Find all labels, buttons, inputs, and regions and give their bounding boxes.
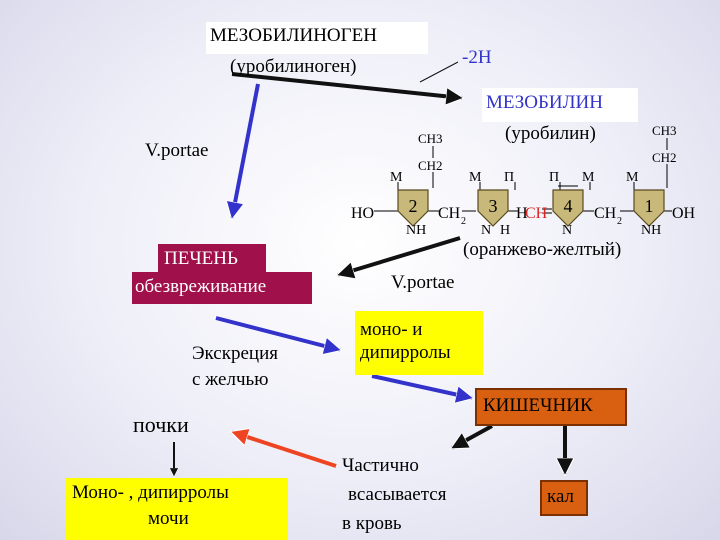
arrow-mesobilin-to-liver	[338, 236, 461, 275]
pyrroles-box: моно- и дипирролы	[355, 311, 483, 375]
ch3-left: CH3	[418, 131, 443, 146]
minus-2h-label: -2H	[462, 47, 492, 68]
nh-ring-1: NH	[641, 223, 661, 238]
absorbed-line3: в кровь	[342, 513, 402, 534]
mesobilin-alt: (уробилин)	[505, 123, 596, 144]
urine-line1: Моно- , дипирролы	[72, 482, 229, 503]
absorbed-line2: всасывается	[348, 484, 447, 505]
pyrrole-ring-1: 1	[633, 189, 665, 227]
arrow-pyrroles-to-intestine	[371, 374, 472, 398]
methyl-m: M	[626, 170, 639, 185]
ch2-right: CH2	[652, 150, 677, 165]
arrow-to-liver	[232, 83, 260, 218]
mesobilinogen-box: МЕЗОБИЛИНОГЕН	[206, 22, 428, 54]
ring-number: 1	[645, 196, 654, 216]
absorbed-line1: Частично	[342, 455, 419, 476]
methyl-m: M	[469, 170, 482, 185]
ring-number: 4	[564, 196, 573, 216]
methyl-m: M	[582, 170, 595, 185]
liver-title-box: ПЕЧЕНЬ	[158, 244, 266, 272]
mesobilin-color-label: (оранжево-желтый)	[463, 239, 622, 260]
liver-subtitle: обезвреживание	[135, 276, 267, 297]
excretion-line1: Экскреция	[192, 343, 278, 364]
nh-ring-2: NH	[406, 223, 426, 238]
pyrroles-line1: моно- и	[360, 319, 423, 340]
vportae-left: V.portae	[145, 140, 209, 161]
urine-box: Моно- , дипирролы мочи	[66, 478, 288, 540]
methylene-sub: 2	[461, 216, 466, 227]
minus-2h-pointer	[419, 61, 459, 83]
methylene-sub: 2	[617, 216, 622, 227]
pyrrole-ring-3: 3	[477, 189, 509, 227]
mesobilin-box: МЕЗОБИЛИН	[482, 88, 638, 122]
ch3-right: CH3	[652, 123, 677, 138]
ho-group: HO	[351, 205, 374, 222]
feces-box: кал	[540, 480, 588, 516]
liver-title: ПЕЧЕНЬ	[164, 248, 238, 269]
n-ring-4: N	[562, 223, 572, 238]
feces-label: кал	[547, 486, 575, 507]
methyl-m: M	[390, 170, 403, 185]
liver-subtitle-box: обезвреживание	[132, 272, 312, 304]
pyrrole-ring-2: 2	[397, 189, 429, 227]
n-ring-3: N	[481, 223, 491, 238]
propionyl-p: П	[504, 170, 514, 185]
oh-group: OH	[672, 205, 696, 222]
mesobilin-title: МЕЗОБИЛИН	[486, 92, 603, 113]
methylene-2: CH	[594, 205, 617, 222]
excretion-line2: с желчью	[192, 369, 269, 390]
arrow-absorbed-to-kidneys	[232, 432, 337, 468]
methine: H	[516, 205, 528, 222]
mesobilinogen-title: МЕЗОБИЛИНОГЕН	[210, 25, 377, 46]
propionyl-p: П	[549, 170, 559, 185]
arrow-to-mesobilin	[231, 72, 462, 98]
pyrrole-ring-4: 4	[552, 189, 584, 227]
ch2-left: CH2	[418, 158, 443, 173]
pyrroles-line2: дипирролы	[360, 341, 451, 363]
h-ring-3: H	[500, 223, 510, 238]
intestine-label: КИШЕЧНИК	[483, 395, 593, 416]
methylene-1: CH	[438, 205, 461, 222]
vportae-right: V.portae	[391, 272, 455, 293]
mesobilinogen-alt: (уробилиноген)	[230, 56, 357, 77]
urine-line2: мочи	[148, 507, 189, 529]
arrow-liver-to-pyrroles	[215, 316, 340, 350]
intestine-box: КИШЕЧНИК	[475, 388, 627, 426]
ring-number: 3	[489, 196, 498, 216]
ring-number: 2	[409, 196, 418, 216]
methine-red: CH	[525, 205, 548, 222]
kidneys-label: почки	[133, 412, 189, 437]
arrow-intestine-to-absorbed	[452, 424, 493, 450]
